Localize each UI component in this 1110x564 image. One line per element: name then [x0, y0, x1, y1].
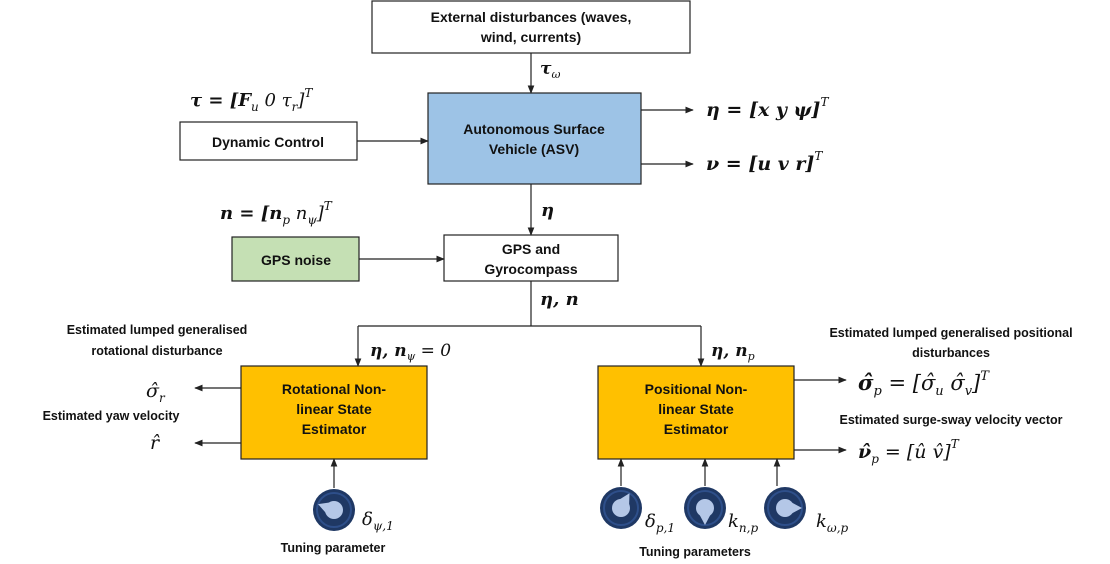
rotational-estimator-line2: linear State — [296, 401, 372, 417]
dynamic-control-block: Dynamic Control — [179, 121, 358, 161]
delta-p-label: δp,1 — [645, 511, 675, 535]
n-definition: n = [np nψ]T — [220, 199, 333, 227]
eta-npsi-label: η, nψ = 0 — [370, 341, 451, 363]
external-disturbances-line1: External disturbances (waves, — [431, 9, 632, 25]
positional-estimator-block: Positional Non- linear State Estimator — [597, 365, 795, 460]
gps-noise-label: GPS noise — [261, 252, 331, 268]
tuning-parameter-caption: Tuning parameter — [281, 541, 386, 555]
eta-np-label: η, np — [711, 341, 755, 363]
positional-estimator-line2: linear State — [658, 401, 734, 417]
rotational-estimator-block: Rotational Non- linear State Estimator — [240, 365, 428, 460]
nu-output-label: ν = [u v r]T — [706, 149, 823, 175]
rotational-estimator-line3: Estimator — [302, 421, 367, 437]
gps-gyrocompass-line2: Gyrocompass — [484, 261, 578, 277]
eta-n-label: η, n — [540, 289, 579, 310]
tuning-knob-delta-psi[interactable] — [313, 489, 355, 531]
sigma-p-label: σ̂p = [σ̂u σ̂v]T — [858, 369, 990, 399]
asv-block: Autonomous Surface Vehicle (ASV) — [427, 92, 642, 185]
positional-estimator-line3: Estimator — [664, 421, 729, 437]
positional-disturbance-caption-line2: disturbances — [912, 346, 990, 360]
external-disturbances-line2: wind, currents) — [480, 29, 581, 45]
tuning-knob-delta-p[interactable] — [600, 487, 642, 529]
rotational-disturbance-caption-line2: rotational disturbance — [91, 344, 222, 358]
rotational-disturbance-caption-line1: Estimated lumped generalised — [67, 323, 248, 337]
positional-estimator-line1: Positional Non- — [645, 381, 748, 397]
nu-p-label: ν̂p = [û v̂]T — [858, 437, 960, 466]
gps-gyrocompass-line1: GPS and — [502, 241, 560, 257]
tuning-knob-k-n[interactable] — [684, 487, 726, 529]
gps-noise-block: GPS noise — [231, 236, 360, 282]
eta-label: η — [541, 200, 554, 221]
gps-gyrocompass-block: GPS and Gyrocompass — [443, 234, 619, 282]
yaw-velocity-caption: Estimated yaw velocity — [43, 409, 180, 423]
surge-sway-caption: Estimated surge-sway velocity vector — [839, 413, 1062, 427]
dynamic-control-label: Dynamic Control — [212, 134, 324, 150]
k-n-label: kn,p — [728, 511, 758, 535]
asv-label-line2: Vehicle (ASV) — [489, 141, 579, 157]
external-disturbances-block: External disturbances (waves, wind, curr… — [371, 0, 691, 54]
tuning-knob-k-omega[interactable] — [764, 487, 806, 529]
k-omega-label: kω,p — [816, 511, 849, 535]
asv-label-line1: Autonomous Surface — [463, 121, 605, 137]
tuning-parameters-caption: Tuning parameters — [639, 545, 751, 559]
delta-psi-label: δψ,1 — [362, 509, 394, 533]
tau-omega-label: τω — [540, 59, 560, 81]
sigma-r-label: σ̂r — [146, 380, 166, 405]
eta-output-label: η = [x y ψ]T — [706, 95, 829, 121]
rotational-estimator-line1: Rotational Non- — [282, 381, 387, 397]
r-hat-label: r̂ — [150, 432, 161, 454]
positional-disturbance-caption-line1: Estimated lumped generalised positional — [829, 326, 1072, 340]
tau-definition: τ = [Fu 0 τr]T — [190, 86, 313, 114]
